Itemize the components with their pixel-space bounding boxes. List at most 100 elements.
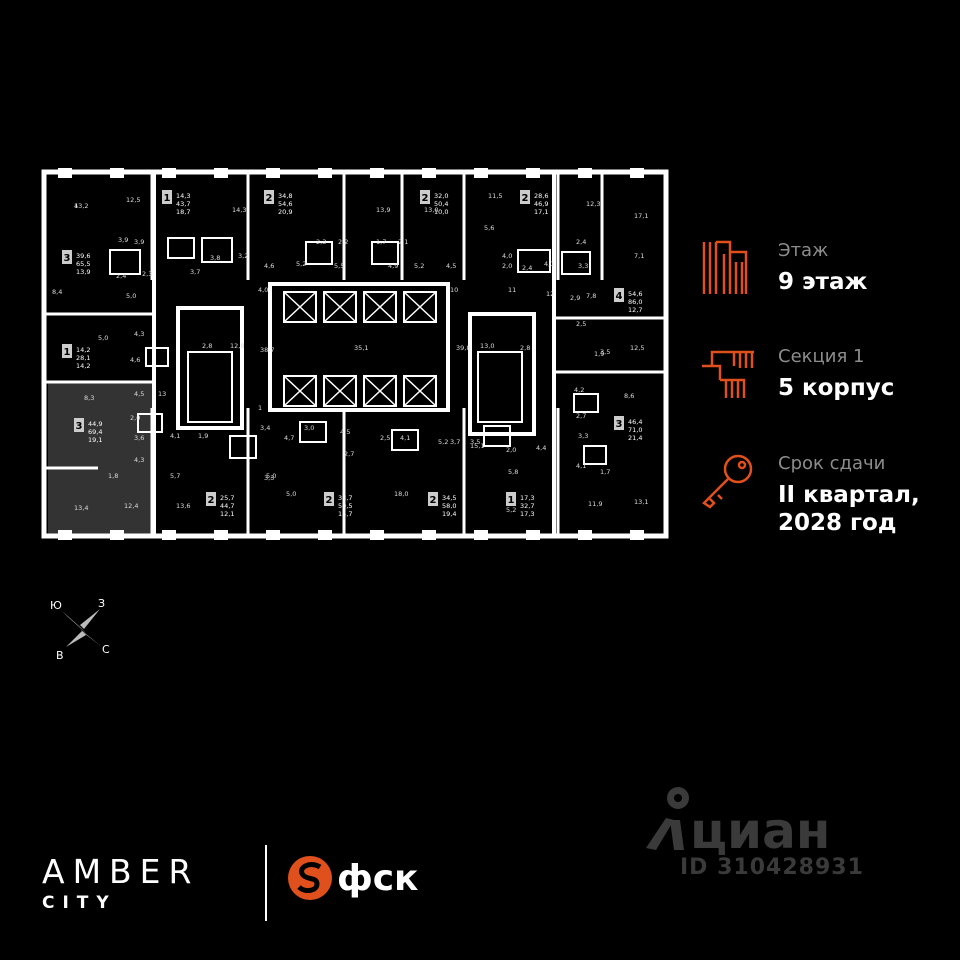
apartment-area: 19,1 [88, 436, 102, 444]
apartment-area: 50,4 [434, 200, 448, 208]
wall [299, 421, 327, 443]
window [214, 530, 228, 540]
wall [283, 291, 317, 323]
window [370, 530, 384, 540]
room-area: 35,1 [354, 344, 368, 352]
apartment-area: 15,7 [338, 510, 352, 518]
apartment-area: 54,6 [628, 290, 642, 298]
room-count-badge [614, 288, 624, 302]
room-area: 3,2 [238, 252, 248, 260]
room-count-badge [162, 190, 172, 204]
window [110, 530, 124, 540]
room-area: 3,9 [134, 238, 144, 246]
amber-logo: AMBER [42, 852, 200, 891]
apartment-area: 32,0 [434, 192, 448, 200]
apartment-area: 19,4 [442, 510, 456, 518]
room-area: 2,4 [522, 264, 532, 272]
cian-watermark-text: циан [690, 802, 831, 860]
window [630, 530, 644, 540]
wall [137, 413, 163, 433]
room-area: 11 [508, 286, 516, 294]
room-area: 10 [450, 286, 458, 294]
room-area: 8,3 [84, 394, 94, 402]
compass-icon: Ю З В С [50, 597, 110, 662]
room-count: 2 [266, 193, 273, 204]
room-count: 2 [422, 193, 429, 204]
room-count: 3 [64, 253, 71, 264]
window [526, 530, 540, 540]
apartment-area: 46,4 [628, 418, 642, 426]
room-area: 4,6 [130, 356, 140, 364]
room-area: 3,7 [450, 438, 460, 446]
room-count: 2 [208, 495, 215, 506]
window [214, 168, 228, 178]
window [110, 168, 124, 178]
apartment-area: 33,7 [338, 494, 352, 502]
room-area: 13,0 [480, 342, 494, 350]
room-count-badge [520, 190, 530, 204]
room-area: 2,3 [142, 270, 152, 278]
apartment-area: 32,7 [520, 502, 534, 510]
deadline-label: Срок сдачи [778, 453, 886, 474]
apartment-area: 14,2 [76, 362, 90, 370]
room-area: 1,8 [108, 472, 118, 480]
window [578, 168, 592, 178]
apartment-area: 12,1 [220, 510, 234, 518]
apartment-area: 25,7 [220, 494, 234, 502]
window [266, 530, 280, 540]
deadline-line2: 2028 год [778, 510, 897, 536]
wall [283, 375, 317, 407]
room-area: 11,5 [488, 192, 502, 200]
fsk-logo-icon [288, 856, 332, 900]
apartment-area: 21,4 [628, 434, 642, 442]
apartment-area: 44,9 [88, 420, 102, 428]
wall [323, 291, 357, 323]
room-area: 15,1 [470, 442, 484, 450]
apartment-area: 39,6 [76, 252, 90, 260]
room-area: 12,4 [124, 502, 138, 510]
room-area: 38,7 [260, 346, 274, 354]
section-info: Секция 1 5 корпус [700, 346, 940, 406]
room-area: 13,4 [74, 504, 88, 512]
room-area: 2,5 [576, 320, 586, 328]
highlighted-apartment[interactable] [48, 382, 154, 534]
wall [167, 237, 195, 259]
window [422, 530, 436, 540]
room-count-badge [62, 250, 72, 264]
wall [268, 282, 450, 412]
room-area: 4 [74, 202, 78, 210]
apartment-area: 58,0 [442, 502, 456, 510]
window [474, 168, 488, 178]
room-area: 13,9 [376, 206, 390, 214]
apartment-area: 13,9 [76, 268, 90, 276]
city-logo: CITY [42, 893, 117, 913]
window [162, 530, 176, 540]
wall [403, 375, 437, 407]
room-area: 5,0 [286, 490, 296, 498]
window [630, 168, 644, 178]
room-area: 1 [258, 404, 262, 412]
room-area: 13 [158, 390, 166, 398]
room-area: 5,7 [170, 472, 180, 480]
room-area: 2,7 [344, 450, 354, 458]
apartment-area: 28,1 [76, 354, 90, 362]
room-area: 5,0 [266, 472, 276, 480]
room-count: 3 [76, 421, 83, 432]
room-area: 3,6 [134, 434, 144, 442]
fsk-wordmark: фск [337, 858, 419, 899]
room-area: 3,3 [264, 474, 274, 482]
room-area: 2,1 [398, 238, 408, 246]
